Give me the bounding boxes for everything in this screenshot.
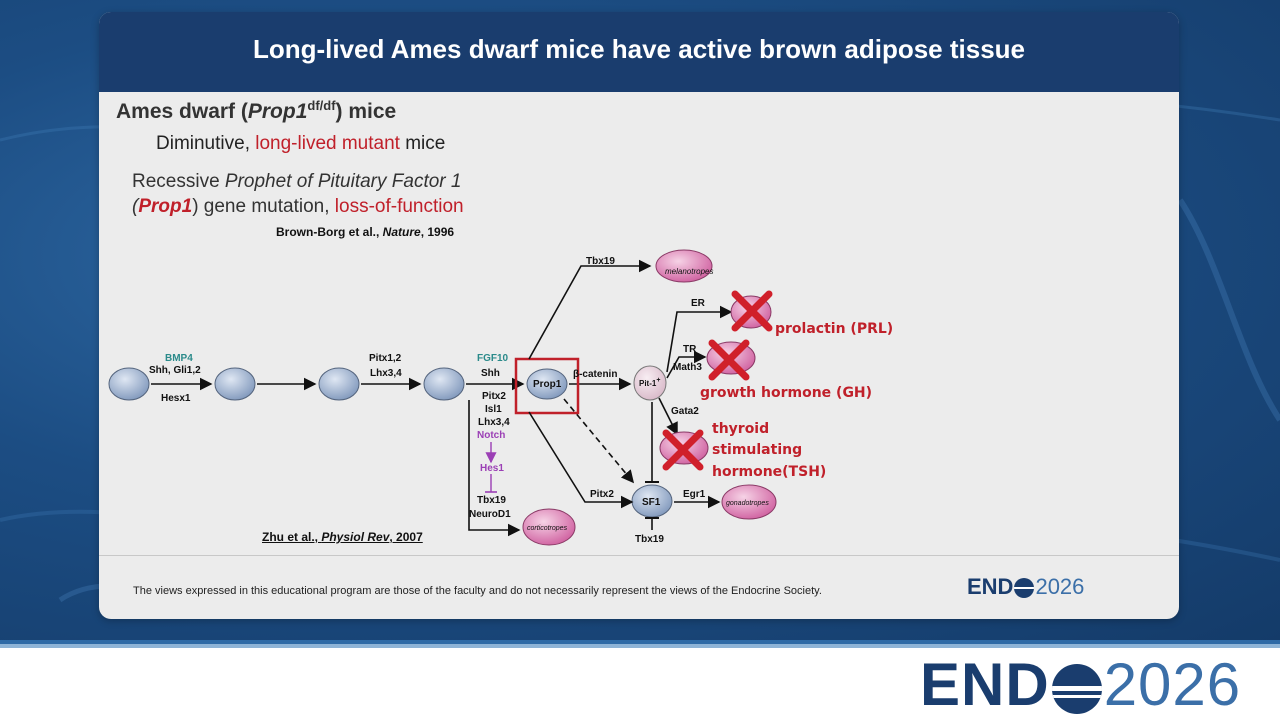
logo-small-end: END xyxy=(967,574,1014,599)
corticotropes-cell xyxy=(522,508,576,546)
bullet-diminutive: Diminutive, long-lived mutant mice xyxy=(156,133,445,155)
citation1-authors: Brown-Borg et al., xyxy=(276,225,383,239)
progenitor-cell-2 xyxy=(214,367,256,401)
slide-header: Long-lived Ames dwarf mice have active b… xyxy=(99,12,1179,92)
footer-divider xyxy=(99,555,1179,556)
pit1-cell xyxy=(633,365,667,401)
bullet2-prefix: Recessive xyxy=(132,171,225,192)
label-corticotropes: corticotropes xyxy=(527,525,568,532)
label-pitx2-low: Pitx2 xyxy=(482,391,506,402)
section-title-suffix: ) mice xyxy=(335,100,397,123)
label-tbx19-mid: Tbx19 xyxy=(477,495,506,506)
citation-zhu: Zhu et al., Physiol Rev, 2007 xyxy=(262,530,423,544)
label-fgf10: FGF10 xyxy=(477,353,509,364)
label-bmp4: BMP4 xyxy=(165,353,193,364)
arrow-to-somatotropes xyxy=(666,350,707,379)
bullet2-gene: Prop1 xyxy=(138,196,193,217)
arrow-pitx2-to-sf1 xyxy=(528,411,634,509)
label-pit1: Pit-1+ xyxy=(639,377,660,388)
progenitor-cell-1 xyxy=(108,367,150,401)
annotation-tsh-line1: thyroid xyxy=(712,421,769,437)
label-tbx19-top: Tbx19 xyxy=(586,256,615,267)
citation2-journal: Physiol Rev xyxy=(321,530,390,544)
x-mark-tsh xyxy=(662,429,704,471)
label-prop1: Prop1 xyxy=(533,379,562,390)
x-mark-growth-hormone xyxy=(708,339,750,381)
label-hesx1: Hesx1 xyxy=(161,393,191,404)
label-isl1: Isl1 xyxy=(485,404,502,415)
label-pitx12: Pitx1,2 xyxy=(369,353,402,364)
prop1-cell xyxy=(526,368,568,400)
section-title-gene: Prop1 xyxy=(247,100,308,123)
annotation-growth-hormone: growth hormone (GH) xyxy=(700,385,872,401)
annotation-prolactin: prolactin (PRL) xyxy=(775,321,893,337)
bullet1-tail: mice xyxy=(399,133,446,154)
pituitary-lineage-diagram: BMP4 Shh, Gli1,2 Hesx1 Pitx1,2 Lhx3,4 FG… xyxy=(108,249,893,546)
citation2-year: , 2007 xyxy=(389,530,423,544)
logo-small-year: 2026 xyxy=(1035,574,1085,599)
label-tbx19-bottom: Tbx19 xyxy=(635,534,664,545)
label-lhx34-low: Lhx3,4 xyxy=(478,417,510,428)
section-title: Ames dwarf (Prop1df/df) mice xyxy=(116,98,396,124)
footer-stripe-light xyxy=(0,644,1280,648)
logo-large-year: 2026 xyxy=(1103,651,1242,718)
section-title-superscript: df/df xyxy=(307,98,336,113)
bullet2-highlight: loss-of-function xyxy=(334,196,464,217)
arrow-to-melanotropes xyxy=(528,259,652,360)
annotation-tsh-line3: hormone(TSH) xyxy=(712,464,826,480)
citation-brown-borg: Brown-Borg et al., Nature, 1996 xyxy=(276,225,454,239)
arrow-to-lactotropes xyxy=(666,305,733,373)
label-hes1: Hes1 xyxy=(480,463,504,474)
section-title-prefix: Ames dwarf ( xyxy=(116,100,248,123)
citation2-authors: Zhu et al., xyxy=(262,530,322,544)
disclaimer-text: The views expressed in this educational … xyxy=(133,585,822,597)
x-mark-prolactin xyxy=(731,290,773,332)
progenitor-cell-4 xyxy=(423,367,465,401)
label-melanotropes: melanotropes xyxy=(665,267,713,276)
annotation-tsh-line2: stimulating xyxy=(712,442,802,458)
footer-stripe-dark xyxy=(0,640,1280,644)
label-math3: Math3 xyxy=(673,362,702,373)
logo-small-globe-icon xyxy=(1014,578,1035,599)
slide-card: Long-lived Ames dwarf mice have active b… xyxy=(99,12,1179,619)
arrow-to-thyrotropes xyxy=(658,397,678,436)
label-er: ER xyxy=(691,298,706,309)
label-neurod1: NeuroD1 xyxy=(469,509,511,520)
label-egr1: Egr1 xyxy=(683,489,706,500)
label-gata2: Gata2 xyxy=(671,406,699,417)
label-gonadotropes: gonadotropes xyxy=(726,500,769,507)
endo-logo-large: END 2026 xyxy=(920,650,1241,719)
label-pit1-text: Pit-1 xyxy=(639,379,657,388)
melanotropes-cell xyxy=(655,249,713,283)
prop1-highlight-box xyxy=(514,357,580,415)
gonadotropes-cell xyxy=(721,484,777,520)
arrow-to-corticotropes xyxy=(468,400,521,537)
bullet2-mid: ) gene mutation, xyxy=(192,196,335,217)
label-shh-gli: Shh, Gli1,2 xyxy=(149,365,201,376)
label-shh: Shh xyxy=(481,368,500,379)
logo-large-globe-icon xyxy=(1051,664,1102,715)
label-sf1: SF1 xyxy=(642,497,661,508)
bullet1-highlight: long-lived mutant xyxy=(255,133,400,154)
bullet-recessive: Recessive Prophet of Pituitary Factor 1 (… xyxy=(132,169,464,219)
bullet2-italic: Prophet of Pituitary Factor 1 xyxy=(224,171,462,192)
label-tr: TR xyxy=(683,344,697,355)
endo-logo-small: END 2026 xyxy=(967,574,1084,600)
progenitor-cell-3 xyxy=(318,367,360,401)
citation1-year: , 1996 xyxy=(420,225,455,239)
slide-title: Long-lived Ames dwarf mice have active b… xyxy=(252,34,1026,64)
label-notch: Notch xyxy=(477,430,505,441)
bullet2-paren: ( xyxy=(132,196,139,217)
bullet1-text: Diminutive, xyxy=(156,133,256,154)
label-lhx34-top: Lhx3,4 xyxy=(370,368,402,379)
label-pitx2-sf1: Pitx2 xyxy=(590,489,614,500)
label-pit1-sup: + xyxy=(656,377,660,384)
dashed-arrow-to-sf1 xyxy=(563,398,635,484)
logo-large-end: END xyxy=(920,651,1050,718)
citation1-journal: Nature xyxy=(382,225,421,239)
label-beta-catenin: β-catenin xyxy=(573,369,617,380)
